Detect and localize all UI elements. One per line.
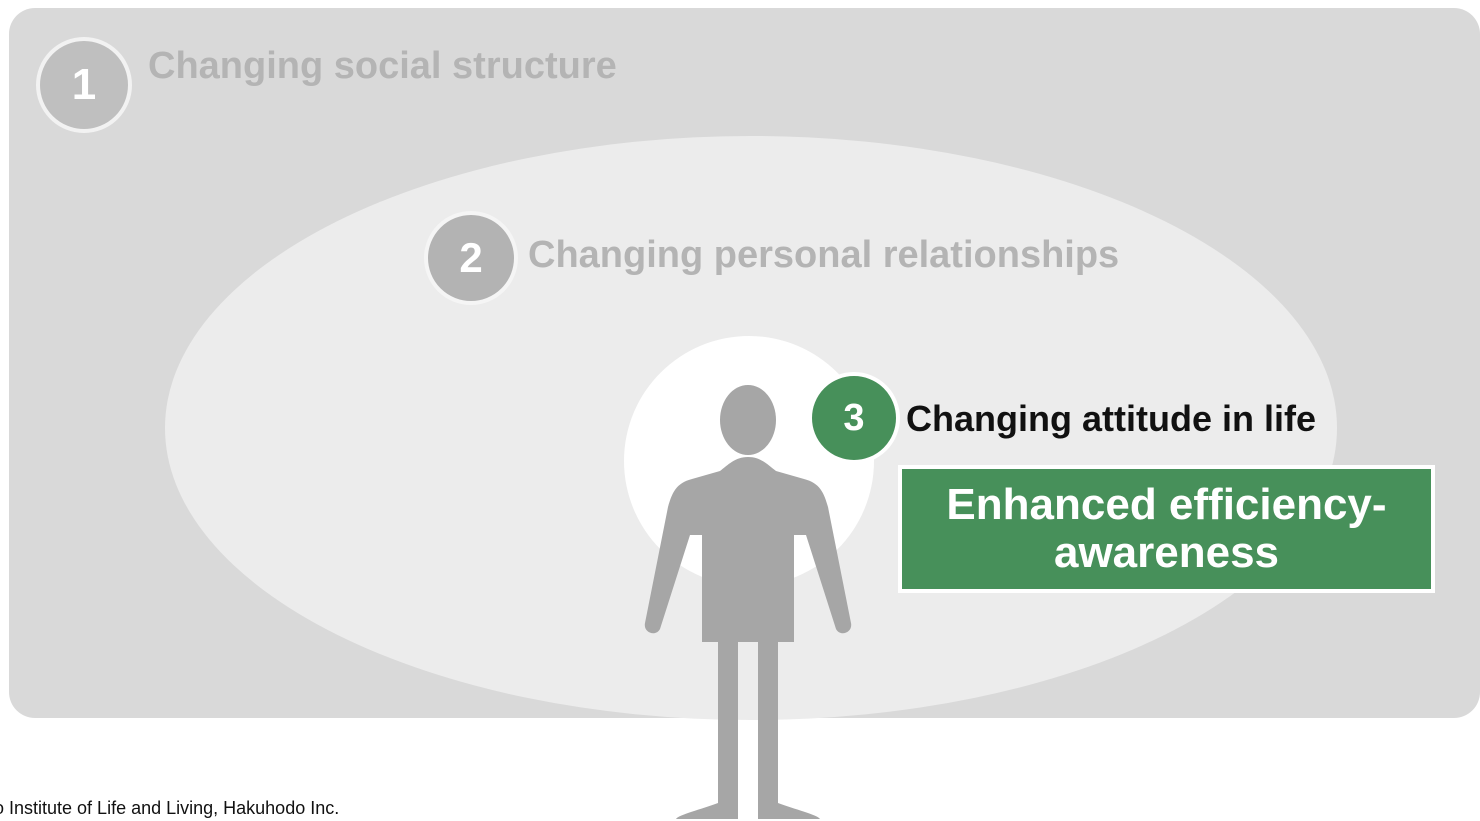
source-credit: o Institute of Life and Living, Hakuhodo…: [0, 798, 340, 818]
level-3-badge: 3: [808, 372, 900, 464]
highlight-box: Enhanced efficiency-awareness: [898, 465, 1435, 593]
highlight-text: Enhanced efficiency-awareness: [946, 480, 1387, 577]
level-2-badge: 2: [424, 211, 518, 305]
person-icon: [644, 385, 852, 819]
level-1-badge: 1: [36, 37, 132, 133]
level-3-label: Changing attitude in life: [906, 398, 1316, 439]
level-2-label: Changing personal relationships: [528, 234, 1120, 276]
level-1-label: Changing social structure: [148, 45, 617, 87]
